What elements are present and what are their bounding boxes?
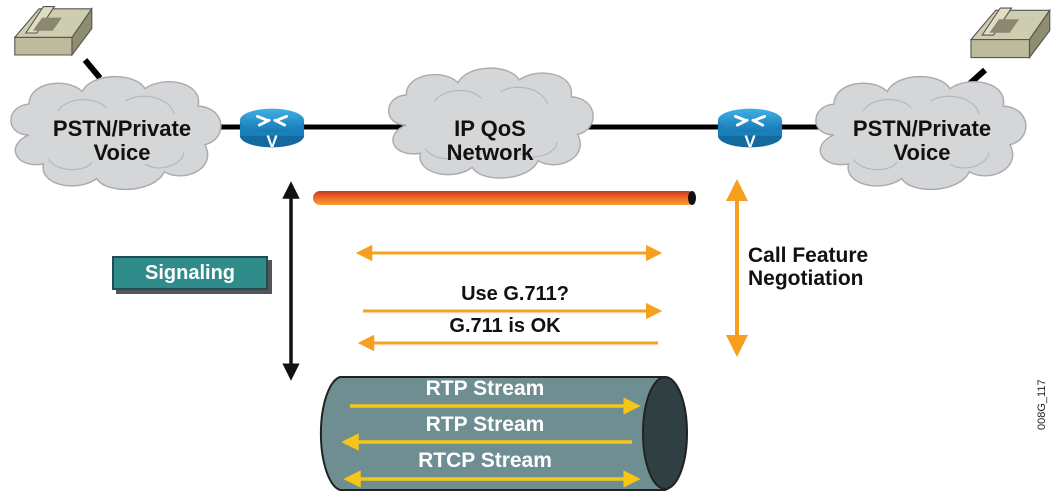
left-telephone-icon [14, 6, 93, 56]
center-cloud-label: IP QoS Network [390, 117, 590, 165]
media-tube-end [642, 376, 688, 490]
right-router-glyph: V [744, 132, 756, 151]
figure-id: 008G_117 [1036, 379, 1048, 430]
right-cloud-line2: Voice [893, 139, 951, 165]
negotiation-line2: Negotiation [748, 266, 864, 290]
center-cloud-line2: Network [446, 139, 534, 165]
right-telephone-icon [970, 7, 1051, 59]
call-pipe-end [688, 191, 696, 205]
left-cloud-label: PSTN/Private Voice [22, 117, 222, 165]
center-cloud-line1: IP QoS [454, 116, 526, 141]
left-cloud-line2: Voice [93, 139, 151, 165]
right-cloud-line1: PSTN/Private [852, 116, 992, 141]
message-label-offer: Use G.711? [461, 283, 569, 305]
left-router-glyph: V [266, 132, 278, 151]
left-cloud-line1: PSTN/Private [52, 116, 192, 141]
signaling-label: Signaling [112, 256, 268, 290]
call-pipe [313, 191, 695, 205]
left-phone-link [82, 58, 103, 80]
stream-label-3: RTCP Stream [418, 449, 552, 472]
stream-label-2: RTP Stream [425, 413, 545, 436]
stream-label-1: RTP Stream [425, 377, 545, 400]
message-label-answer: G.711 is OK [449, 315, 561, 337]
negotiation-line1: Call Feature [748, 244, 869, 267]
negotiation-label: Call Feature Negotiation [748, 244, 869, 290]
right-cloud-label: PSTN/Private Voice [822, 117, 1022, 165]
